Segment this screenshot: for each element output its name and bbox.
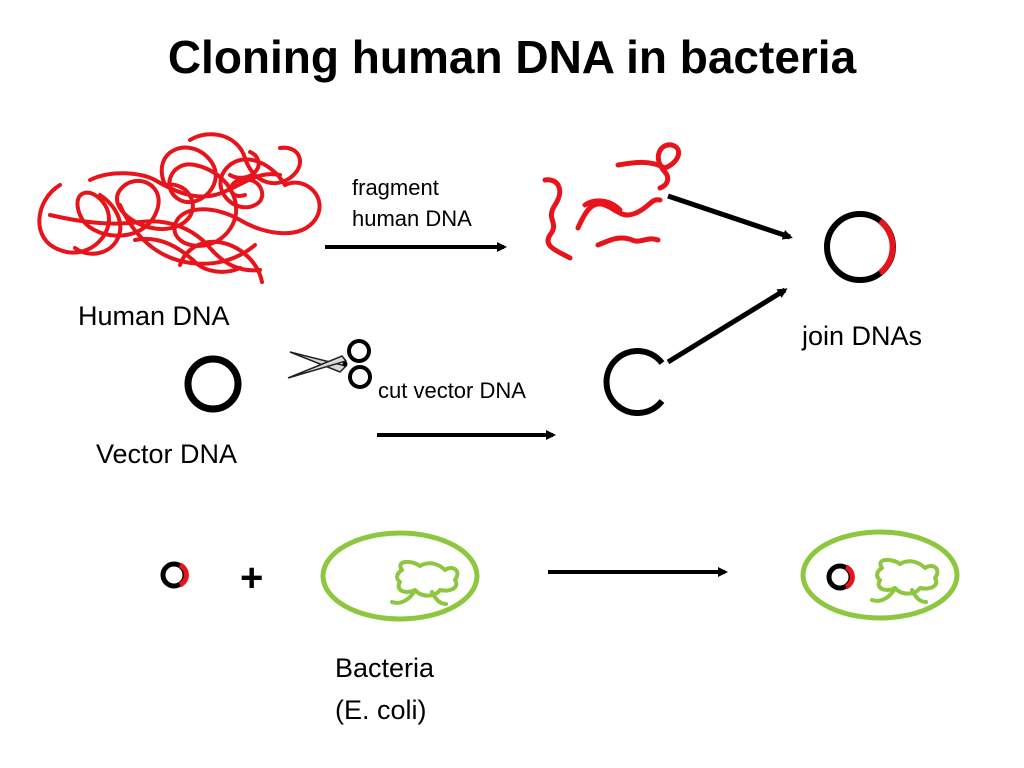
arrow-fragments-to-join: [667, 193, 793, 240]
cut-vector-circle: [603, 348, 665, 416]
join-dnas-label: join DNAs: [802, 321, 923, 351]
scissors-icon: [287, 339, 372, 389]
plus-sign: +: [240, 556, 264, 600]
human-dna-fragments: [542, 142, 682, 261]
fragment-label-line2: human DNA: [352, 206, 472, 231]
bacteria-label-line1: Bacteria: [335, 653, 435, 683]
small-recombinant-plasmid: [160, 561, 189, 589]
vector-dna-circle: [184, 355, 242, 413]
cut-vector-label: cut vector DNA: [378, 378, 526, 403]
arrow-cut-vector-to-join: [666, 287, 788, 365]
fragment-label-line1: fragment: [352, 175, 439, 200]
transformed-bacteria: [800, 529, 960, 621]
human-dna-tangle: [37, 132, 322, 284]
bacteria-label-line2: (E. coli): [335, 695, 427, 725]
recombinant-dna-circle: [824, 211, 896, 283]
vector-dna-label: Vector DNA: [96, 439, 238, 469]
human-dna-label: Human DNA: [78, 301, 230, 331]
bacteria-cell: [320, 530, 480, 622]
page-title: Cloning human DNA in bacteria: [167, 31, 857, 83]
